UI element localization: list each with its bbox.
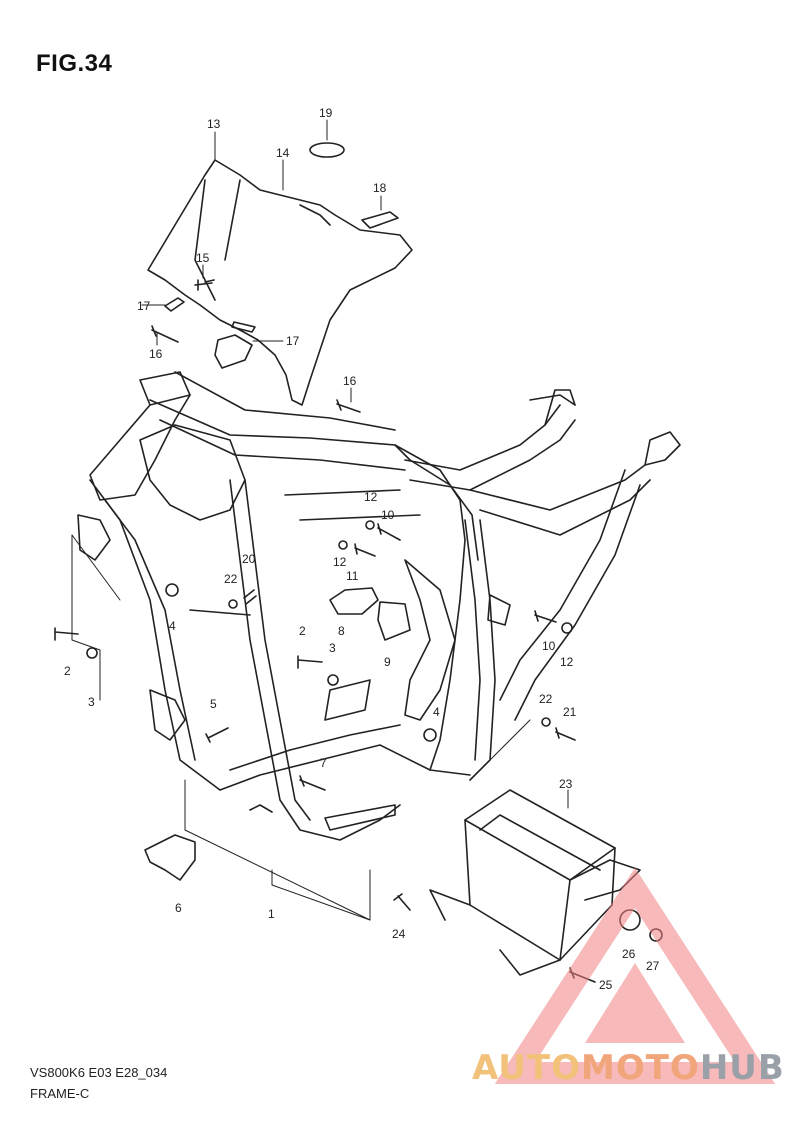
bracket-9 (377, 601, 411, 641)
automotohub-logo-icon (494, 868, 776, 1084)
callout-22b: 22 (539, 692, 553, 706)
callout-10a: 10 (381, 508, 395, 522)
washer-3a (86, 647, 98, 659)
bolt-2b (297, 655, 323, 669)
figure-title: FIG.34 (36, 50, 113, 77)
nut-12b (338, 540, 348, 550)
bolt-10b (534, 610, 557, 623)
cover-bracket-17 (214, 334, 253, 369)
nut-12c (561, 622, 573, 634)
bolt-24 (393, 893, 411, 911)
callout-3b: 3 (329, 641, 336, 655)
bolt-10a (377, 523, 401, 541)
callout-9: 9 (384, 655, 391, 669)
washer-3b (327, 674, 339, 686)
washer-22a (228, 599, 238, 609)
callout-15: 15 (196, 251, 210, 265)
callout-25: 25 (599, 978, 613, 992)
callout-13: 13 (207, 117, 221, 131)
callout-23: 23 (559, 777, 573, 791)
callout-3a: 3 (88, 695, 95, 709)
bolt-15 (194, 279, 215, 291)
callout-27: 27 (646, 959, 660, 973)
callout-16a: 16 (149, 347, 163, 361)
callout-24: 24 (392, 927, 406, 941)
part-19 (309, 142, 345, 158)
bolt-16a (151, 325, 179, 343)
bolt-5 (205, 727, 229, 743)
callout-8: 8 (338, 624, 345, 638)
watermark-moto: MOTO (580, 1048, 700, 1088)
bolt-20 (243, 589, 257, 605)
figure-name: FRAME-C (30, 1086, 90, 1101)
figure-code: VS800K6 E03 E28_034 (30, 1065, 168, 1080)
callout-20: 20 (242, 552, 256, 566)
callout-2a: 2 (64, 664, 71, 678)
watermark-auto: AUTO (472, 1048, 581, 1088)
callout-2b: 2 (299, 624, 306, 638)
main-frame-1 (77, 371, 681, 841)
callout-4a: 4 (169, 619, 176, 633)
callout-16b: 16 (343, 374, 357, 388)
callout-4b: 4 (433, 705, 440, 719)
nut-12a (365, 520, 375, 530)
watermark-text: AUTOMOTOHUB (472, 1048, 785, 1088)
bracket-6 (144, 834, 196, 881)
callout-26: 26 (622, 947, 636, 961)
callout-14: 14 (276, 146, 290, 160)
callout-1: 1 (268, 907, 275, 921)
bolt-7 (299, 775, 326, 791)
callout-12b: 12 (333, 555, 347, 569)
part-18 (361, 211, 399, 229)
callout-19: 19 (319, 106, 333, 120)
callout-5: 5 (210, 697, 217, 711)
bolt-16b (336, 399, 361, 413)
callout-12c: 12 (560, 655, 574, 669)
callout-17b: 17 (286, 334, 300, 348)
clip-17a (164, 297, 185, 312)
frame-cover-13 (147, 159, 413, 406)
callout-12a: 12 (364, 490, 378, 504)
bracket-8 (329, 587, 379, 615)
callout-6: 6 (175, 901, 182, 915)
watermark-hub: HUB (699, 1048, 785, 1088)
bolt-11 (354, 543, 376, 557)
callout-21: 21 (563, 705, 577, 719)
callout-10b: 10 (542, 639, 556, 653)
bolt-21 (555, 727, 576, 741)
bolt-2a (54, 627, 79, 641)
callout-7: 7 (320, 756, 327, 770)
nut-4b (423, 728, 437, 742)
callout-11: 11 (346, 569, 359, 583)
washer-22b (541, 717, 551, 727)
clip-17b (231, 321, 256, 333)
callout-17a: 17 (137, 299, 151, 313)
callout-22a: 22 (224, 572, 238, 586)
callout-18: 18 (373, 181, 387, 195)
nut-4a (165, 583, 179, 597)
